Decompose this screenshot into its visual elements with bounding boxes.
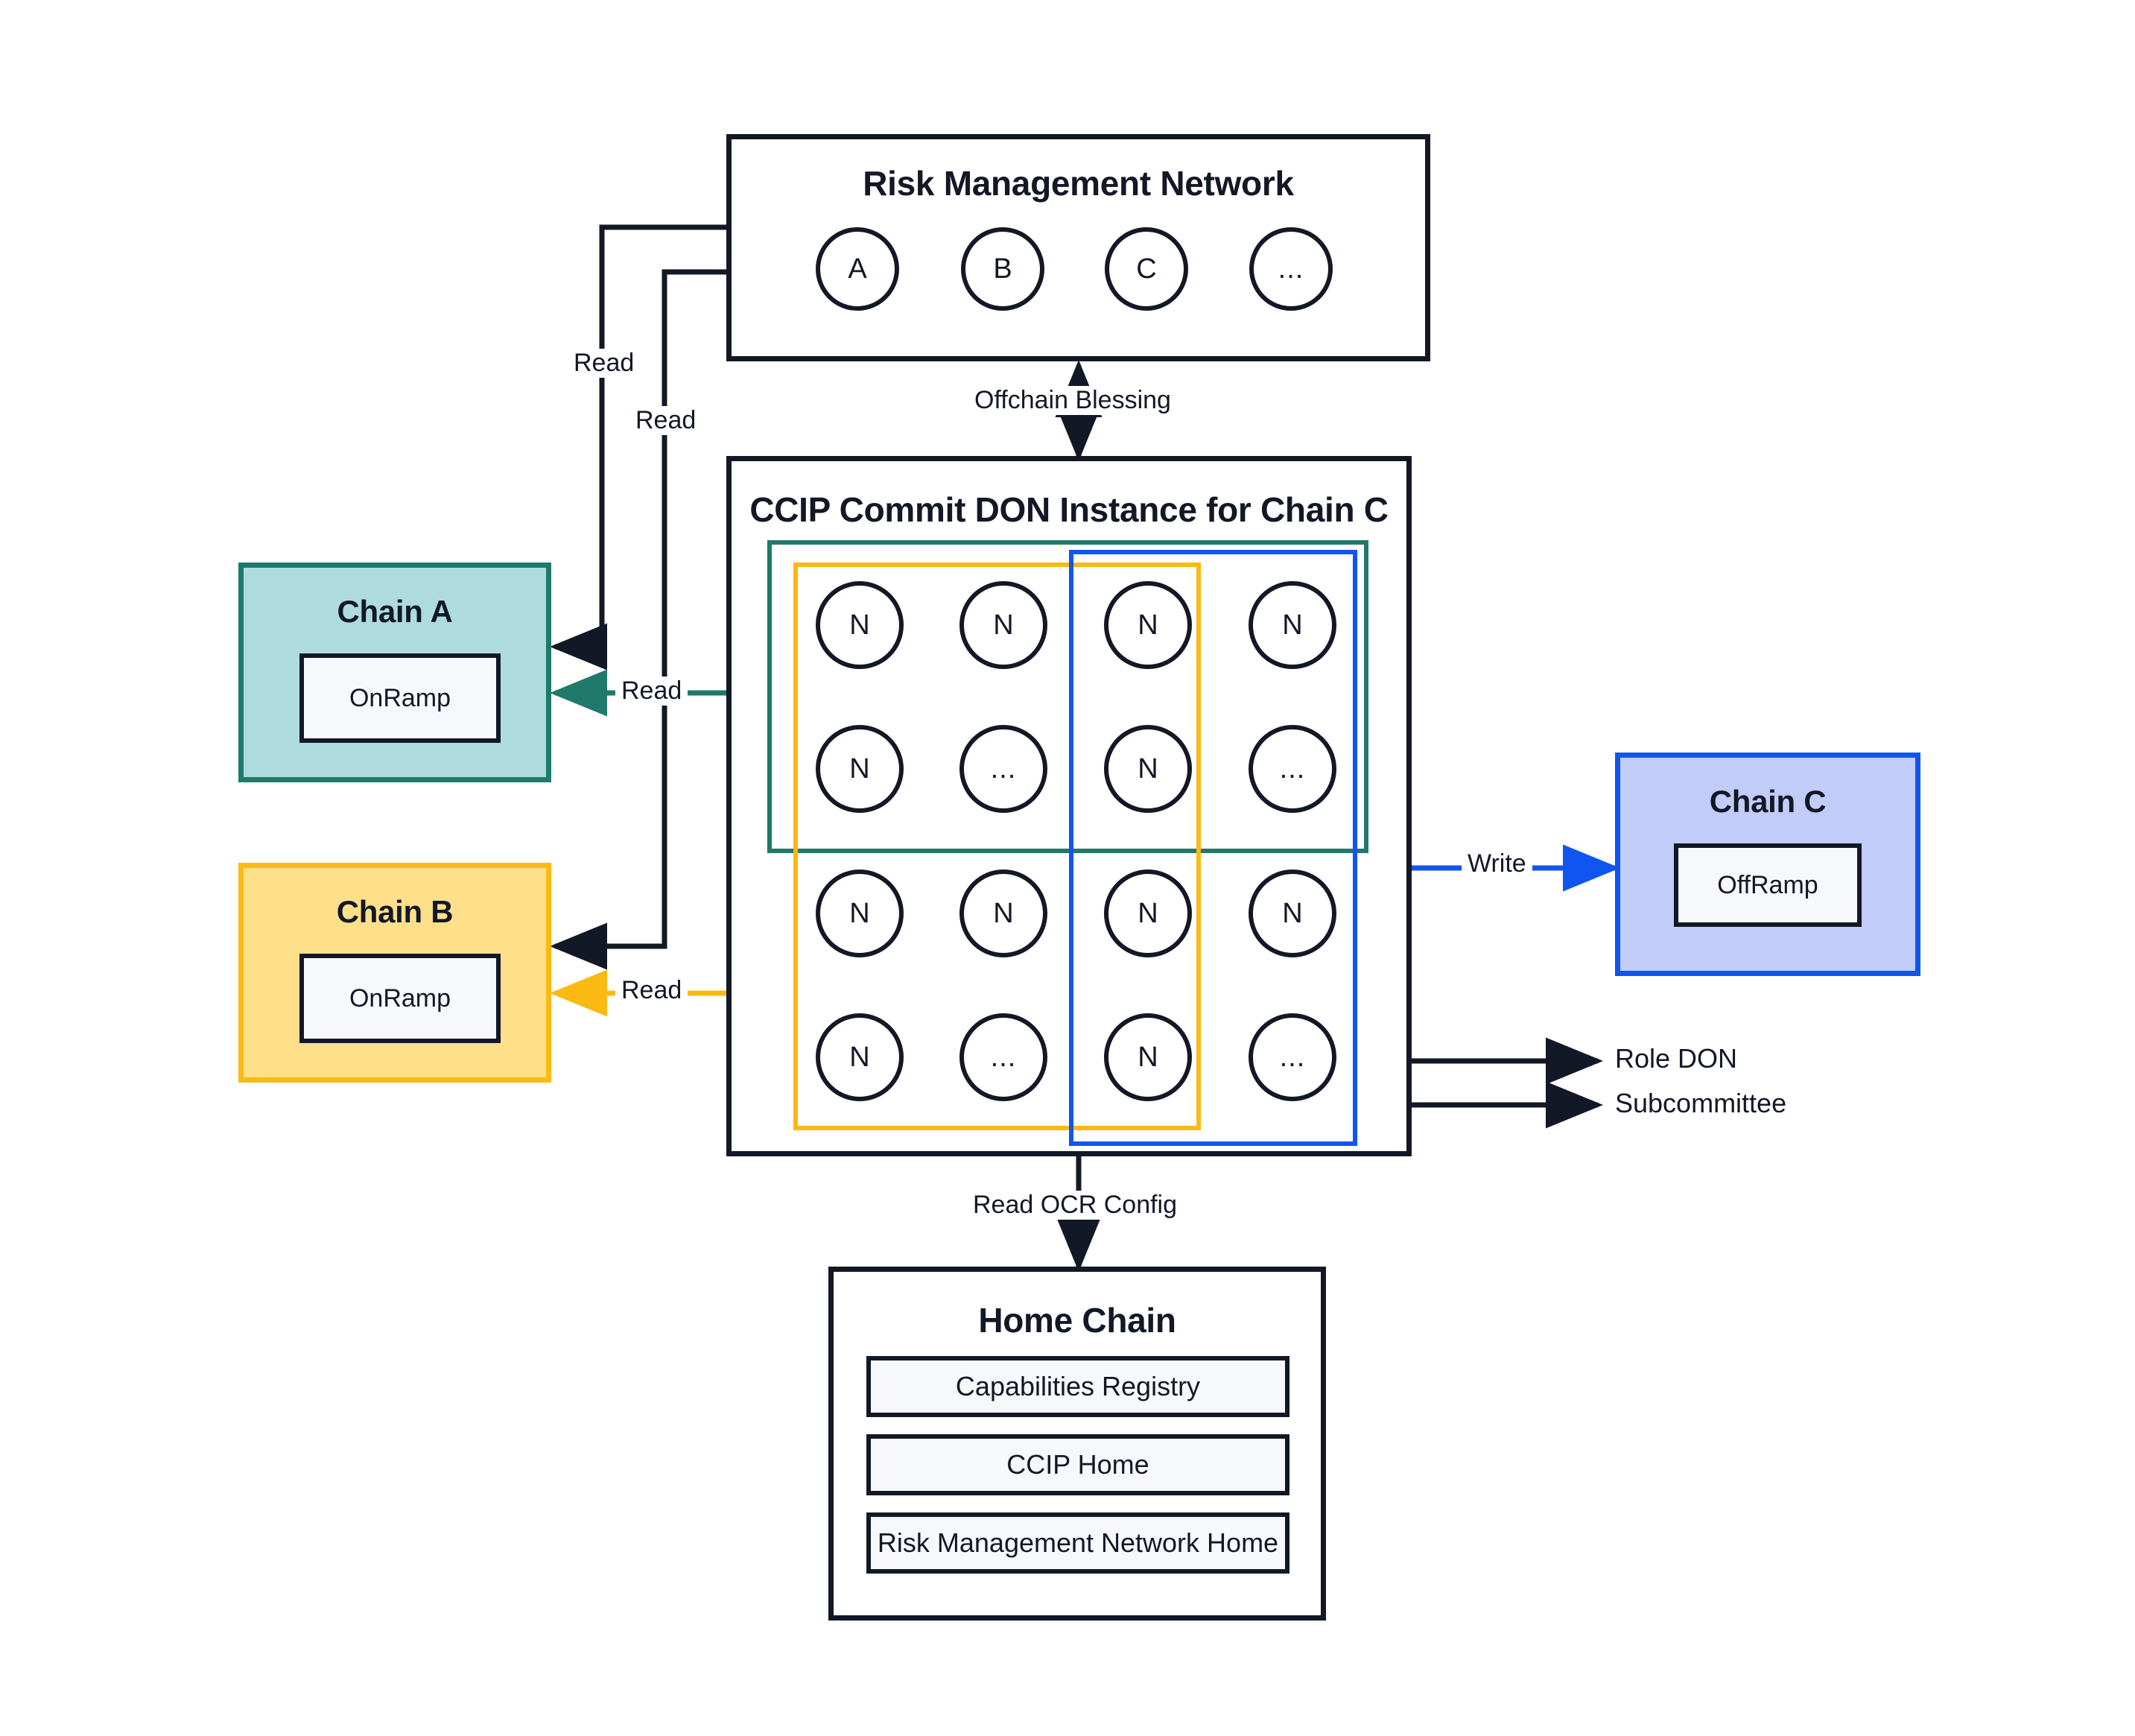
ccip-commit-don-title: CCIP Commit DON Instance for Chain C — [749, 490, 1389, 529]
don-node-r3c2: N — [959, 869, 1047, 957]
don-node-r3c1: N — [816, 869, 904, 957]
don-node-r2c1-label: N — [849, 753, 870, 785]
don-node-r3c4-label: N — [1282, 897, 1303, 929]
home-chain-row-0-label: Capabilities Registry — [955, 1371, 1201, 1401]
edge-label-don-read-b: Read — [615, 976, 688, 1005]
edge-label-rmn-read-b: Read — [629, 406, 702, 435]
don-node-r1c2: N — [959, 581, 1047, 669]
risk-management-network-title: Risk Management Network — [863, 164, 1294, 203]
rmn-node-b-label: B — [993, 253, 1012, 285]
don-node-r4c2-label: ... — [990, 1041, 1017, 1073]
don-node-r4c1: N — [816, 1013, 904, 1101]
home-chain-row-rmn-home: Risk Management Network Home — [866, 1512, 1289, 1574]
don-node-r1c2-label: N — [993, 609, 1014, 641]
chain-a-onramp-label: OnRamp — [349, 683, 451, 712]
don-node-r2c3: N — [1104, 725, 1192, 813]
chain-b-box: Chain B OnRamp — [238, 863, 551, 1083]
rmn-node-a-label: A — [848, 253, 867, 285]
chain-a-onramp: OnRamp — [299, 653, 501, 743]
edge-label-read-ocr-config: Read OCR Config — [967, 1191, 1184, 1220]
don-node-r4c3-label: N — [1138, 1041, 1158, 1073]
don-node-r3c3: N — [1104, 869, 1192, 957]
don-group-blue — [1069, 550, 1357, 1146]
legend-subcommittee-label: Subcommittee — [1615, 1088, 1787, 1118]
chain-a-title: Chain A — [337, 594, 453, 629]
don-node-r3c2-label: N — [993, 897, 1014, 929]
don-node-r1c4: N — [1249, 581, 1336, 669]
rmn-node-more: ... — [1249, 227, 1333, 311]
home-chain-title: Home Chain — [978, 1301, 1176, 1340]
edge-rmn-read-chain-a — [550, 224, 726, 671]
don-node-r4c4: ... — [1249, 1013, 1336, 1101]
rmn-node-c: C — [1105, 227, 1188, 311]
home-chain-row-2-label: Risk Management Network Home — [877, 1527, 1279, 1558]
don-group-orange — [793, 563, 1201, 1130]
chain-a-box: Chain A OnRamp — [238, 563, 551, 782]
chain-c-offramp-label: OffRamp — [1717, 870, 1818, 899]
don-node-r1c4-label: N — [1282, 609, 1303, 641]
don-node-r2c4: ... — [1249, 725, 1336, 813]
chain-c-offramp: OffRamp — [1674, 843, 1862, 927]
chain-b-onramp: OnRamp — [299, 954, 501, 1043]
don-node-r2c1: N — [816, 725, 904, 813]
don-node-r1c3-label: N — [1138, 609, 1158, 641]
don-node-r2c3-label: N — [1138, 753, 1158, 785]
rmn-node-more-label: ... — [1278, 253, 1304, 285]
rmn-node-c-label: C — [1136, 253, 1157, 285]
rmn-node-a: A — [816, 227, 899, 311]
don-node-r3c4: N — [1249, 869, 1336, 957]
don-node-r4c4-label: ... — [1279, 1041, 1306, 1073]
don-node-r4c3: N — [1104, 1013, 1192, 1101]
chain-c-box: Chain C OffRamp — [1615, 753, 1920, 976]
edge-label-don-write-c: Write — [1462, 849, 1532, 878]
don-group-teal — [767, 540, 1368, 853]
edge-label-offchain-blessing: Offchain Blessing — [968, 386, 1177, 415]
don-node-r4c1-label: N — [849, 1041, 870, 1073]
legend-role-don-label: Role DON — [1615, 1043, 1738, 1074]
don-node-r3c3-label: N — [1138, 897, 1158, 929]
chain-c-title: Chain C — [1709, 784, 1827, 819]
don-node-r2c4-label: ... — [1279, 753, 1306, 785]
home-chain-row-1-label: CCIP Home — [1006, 1449, 1149, 1480]
don-node-r2c2-label: ... — [990, 753, 1017, 785]
don-node-r2c2: ... — [959, 725, 1047, 813]
chain-b-title: Chain B — [336, 894, 454, 929]
don-node-r3c1-label: N — [849, 897, 870, 929]
edge-label-rmn-read-a: Read — [568, 349, 641, 378]
don-node-r4c2: ... — [959, 1013, 1047, 1101]
home-chain-row-ccip-home: CCIP Home — [866, 1434, 1289, 1495]
home-chain-row-capabilities-registry: Capabilities Registry — [866, 1356, 1289, 1417]
rmn-node-b: B — [961, 227, 1044, 311]
edge-label-don-read-a: Read — [615, 677, 688, 706]
don-node-r1c3: N — [1104, 581, 1192, 669]
don-node-r1c1-label: N — [849, 609, 870, 641]
don-node-r1c1: N — [816, 581, 904, 669]
chain-b-onramp-label: OnRamp — [349, 983, 451, 1013]
